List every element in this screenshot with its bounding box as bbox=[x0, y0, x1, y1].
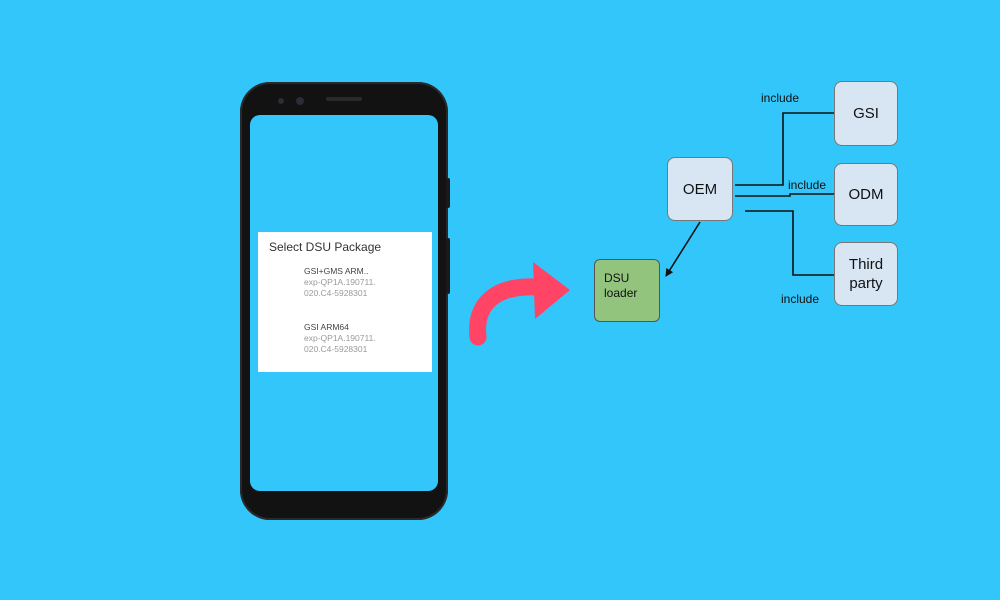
package-version: 020.C4-5928301 bbox=[304, 288, 368, 298]
node-dsu-loader-label: DSU bbox=[604, 271, 630, 285]
phone-power-button bbox=[446, 178, 450, 208]
package-version: exp-QP1A.190711. bbox=[304, 333, 376, 343]
dialog-title: Select DSU Package bbox=[269, 240, 382, 254]
node-third-party: Third party bbox=[834, 242, 898, 306]
node-dsu-loader-label: loader bbox=[604, 286, 638, 300]
front-camera-icon bbox=[296, 97, 304, 105]
package-name: GSI ARM64 bbox=[304, 322, 349, 332]
node-third-party-label: Third bbox=[848, 256, 884, 273]
edge-label-odm: include bbox=[788, 178, 827, 192]
package-version: 020.C4-5928301 bbox=[304, 344, 368, 354]
connector-oem-third-party bbox=[745, 210, 834, 276]
phone-volume-button bbox=[446, 238, 450, 294]
node-gsi: GSI bbox=[834, 81, 898, 146]
phone-speaker bbox=[326, 97, 362, 101]
package-item[interactable]: GSI ARM64 exp-QP1A.190711. 020.C4-592830… bbox=[304, 322, 376, 355]
front-camera-icon bbox=[278, 98, 284, 104]
edge-label-gsi: include bbox=[761, 91, 800, 105]
package-version: exp-QP1A.190711. bbox=[304, 277, 376, 287]
package-name: GSI+GMS ARM.. bbox=[304, 266, 369, 276]
package-item[interactable]: GSI+GMS ARM.. exp-QP1A.190711. 020.C4-59… bbox=[304, 266, 376, 299]
node-oem: OEM bbox=[667, 157, 733, 221]
node-third-party-label: party bbox=[849, 275, 883, 292]
node-odm: ODM bbox=[834, 163, 898, 226]
connector-oem-gsi bbox=[735, 112, 834, 186]
curved-arrow-icon bbox=[469, 262, 570, 346]
connector-oem-dsu-loader bbox=[665, 221, 701, 277]
select-dsu-dialog: Select DSU Package GSI+GMS ARM.. exp-QP1… bbox=[258, 232, 432, 372]
connector-oem-odm bbox=[735, 193, 834, 197]
edge-label-third-party: include bbox=[781, 292, 820, 306]
node-dsu-loader: DSU loader bbox=[594, 259, 660, 322]
